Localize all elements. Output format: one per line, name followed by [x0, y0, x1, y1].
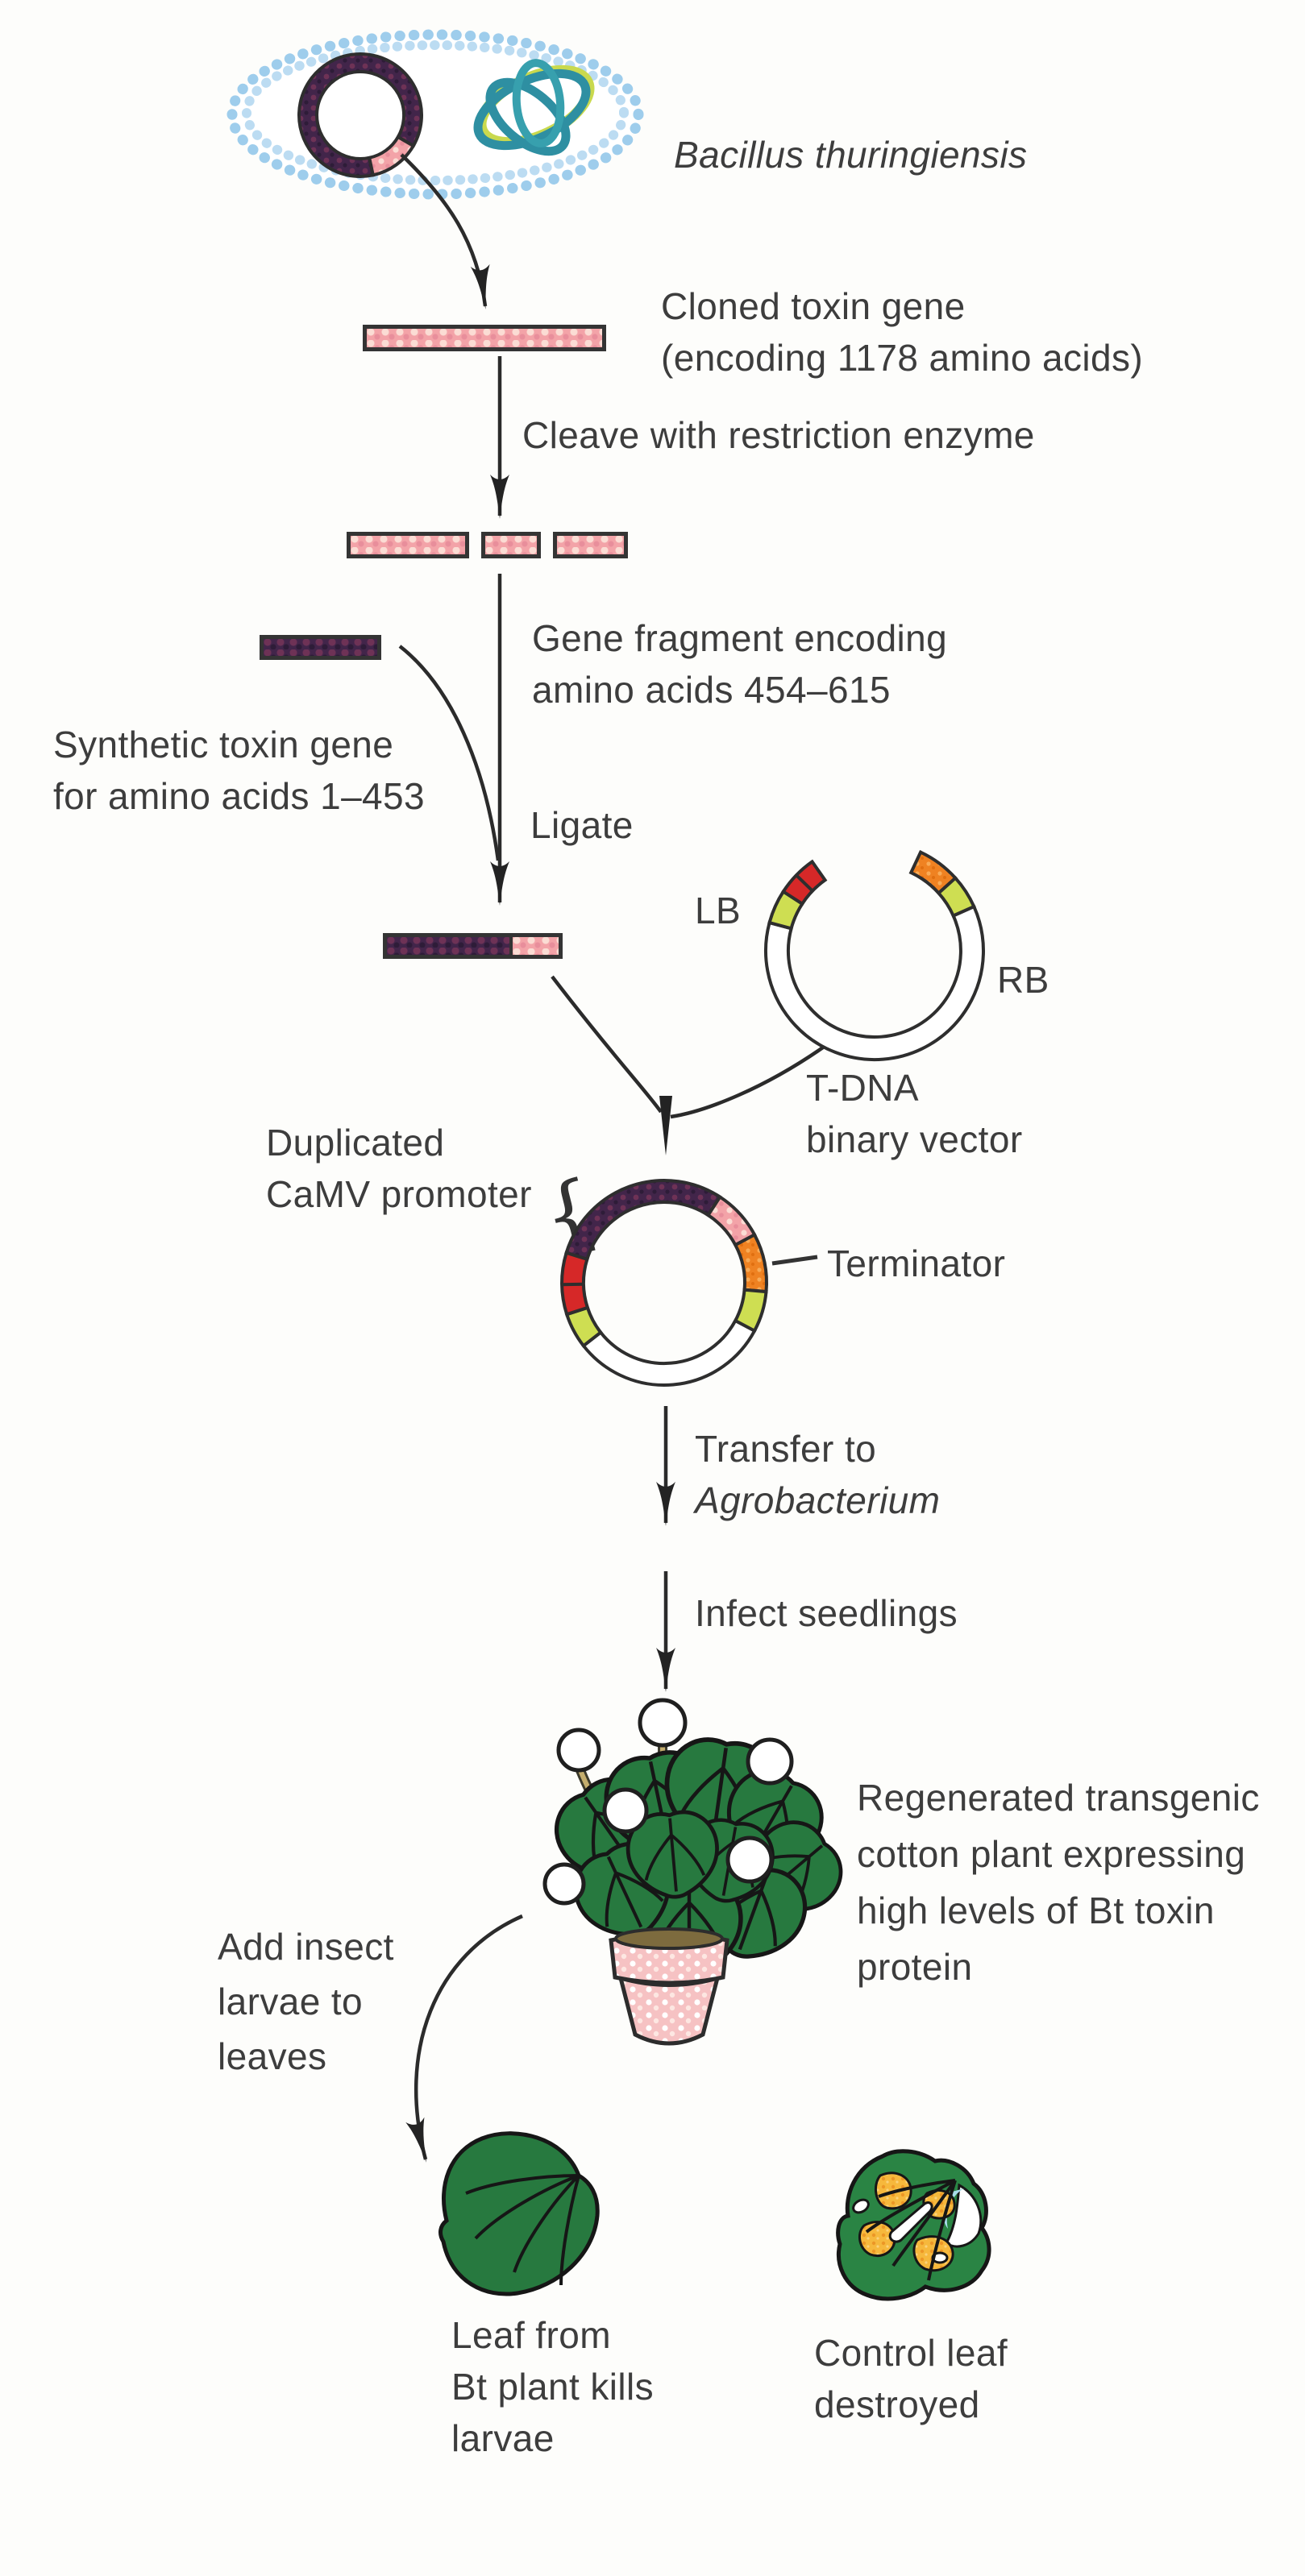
cleave-step-label: Cleave with restriction enzyme: [522, 414, 1035, 456]
bt-leaf-icon: [438, 2131, 600, 2296]
plant-pot: [609, 1927, 729, 2046]
left-border-label: LB: [695, 890, 742, 931]
gene-fragment-bar-middle: [481, 532, 541, 558]
synthetic-toxin-gene-bar: [260, 635, 381, 660]
right-border-label: RB: [997, 959, 1049, 1001]
chromosome-icon: [473, 59, 595, 156]
cloned-toxin-gene-bar: [363, 325, 606, 351]
ligated-bar-synthetic-segment: [387, 937, 509, 955]
arrow-plasmid-to-gene: [400, 153, 490, 309]
bacterium-label: Bacillus thuringiensis: [674, 134, 1028, 176]
ligate-step-label: Ligate: [530, 804, 634, 846]
recombinant-plasmid-icon: [560, 1179, 768, 1387]
bt-leaf-result-label: Leaf from Bt plant kills larvae: [451, 2314, 655, 2459]
cotton-plant-icon: [542, 1698, 854, 2046]
curve-converge-right: [670, 1038, 836, 1119]
gene-fragment-bar-right: [553, 532, 628, 558]
regenerated-plant-label: Regenerated transgenic cotton plant expr…: [857, 1777, 1260, 1988]
ligated-gene-bar: [383, 933, 563, 959]
control-leaf-result-label: Control leaf destroyed: [814, 2332, 1008, 2425]
tdna-vector-label: T-DNA binary vector: [806, 1067, 1023, 1160]
control-leaf-icon: [836, 2149, 991, 2301]
arrow-add-larvae: [405, 1914, 523, 2163]
synthetic-gene-label: Synthetic toxin gene for amino acids 1–4…: [53, 724, 426, 817]
ligated-bar-fragment-segment: [509, 937, 559, 955]
infect-step-label: Infect seedlings: [695, 1592, 958, 1634]
terminator-pointer-line: [771, 1255, 818, 1266]
curve-synthetic-gene-join: [398, 645, 501, 861]
curve-converge-left: [551, 975, 663, 1114]
add-larvae-label: Add insect larvae to leaves: [218, 1926, 394, 2077]
cotton-bolls: [542, 1698, 794, 1906]
terminator-label: Terminator: [827, 1242, 1006, 1284]
cloned-gene-label: Cloned toxin gene (encoding 1178 amino a…: [661, 285, 1144, 379]
arrowhead-into-plasmid: [659, 1096, 672, 1155]
gene-fragment-label: Gene fragment encoding amino acids 454–6…: [532, 617, 948, 711]
tdna-binary-vector-icon: [764, 849, 985, 1062]
gene-fragment-bar-large: [347, 532, 469, 558]
flow-arrows: [398, 153, 836, 2163]
camv-promoter-label: Duplicated CaMV promoter: [266, 1122, 532, 1215]
transfer-step-label: Transfer to Agrobacterium: [695, 1428, 941, 1521]
